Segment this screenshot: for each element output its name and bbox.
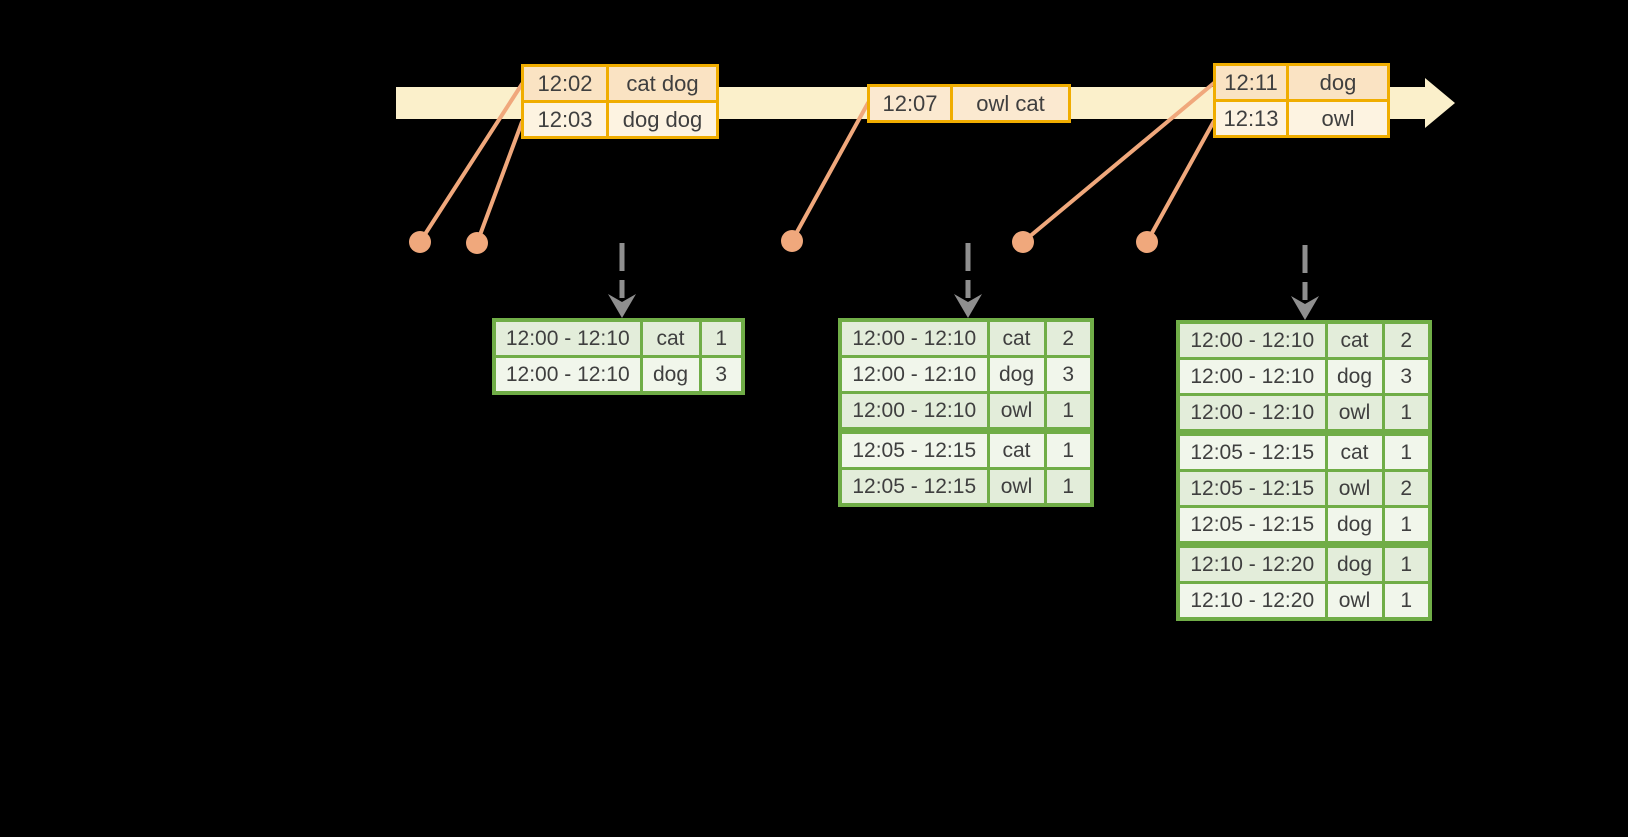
result-word: dog bbox=[986, 355, 1047, 394]
result-count: 1 bbox=[698, 318, 745, 358]
event-dot-icon-1213 bbox=[1136, 231, 1158, 253]
result-window: 12:05 - 12:15 bbox=[1176, 505, 1328, 546]
result-window: 12:00 - 12:10 bbox=[1176, 393, 1328, 434]
event-time: 12:03 bbox=[521, 100, 609, 139]
result-window: 12:00 - 12:10 bbox=[1176, 357, 1328, 396]
result-count: 2 bbox=[1381, 469, 1432, 508]
event-words: dog dog bbox=[606, 100, 719, 139]
connector-line-1203 bbox=[475, 120, 524, 245]
event-words: dog bbox=[1286, 63, 1390, 102]
result-word: cat bbox=[1324, 429, 1385, 472]
event-table-3: 12:11 dog 12:13 owl bbox=[1213, 63, 1390, 138]
result-word: dog bbox=[639, 355, 702, 395]
result-window: 12:00 - 12:10 bbox=[838, 391, 990, 432]
event-table-2: 12:07 owl cat bbox=[867, 84, 1071, 123]
result-word: dog bbox=[1324, 357, 1385, 396]
result-window: 12:00 - 12:10 bbox=[838, 318, 990, 358]
event-table-1: 12:02 cat dog 12:03 dog dog bbox=[521, 64, 719, 139]
trigger-arrow-head-icon-3 bbox=[1291, 296, 1319, 320]
result-count: 1 bbox=[1043, 427, 1094, 470]
result-word: owl bbox=[986, 467, 1047, 507]
result-word: owl bbox=[986, 391, 1047, 432]
event-time: 12:13 bbox=[1213, 99, 1289, 138]
result-window: 12:00 - 12:10 bbox=[838, 355, 990, 394]
result-word: owl bbox=[1324, 469, 1385, 508]
connector-line-1213 bbox=[1145, 119, 1216, 244]
result-word: dog bbox=[1324, 541, 1385, 584]
trigger-arrow-head-icon-1 bbox=[608, 294, 636, 318]
result-count: 1 bbox=[1381, 581, 1432, 621]
trigger-arrow-head-icon-2 bbox=[954, 294, 982, 318]
result-count: 3 bbox=[698, 355, 745, 395]
result-count: 3 bbox=[1381, 357, 1432, 396]
result-word: cat bbox=[986, 427, 1047, 470]
event-words: owl cat bbox=[950, 84, 1071, 123]
connector-line-1202 bbox=[418, 82, 524, 244]
connector-line-1207 bbox=[790, 101, 870, 243]
result-count: 3 bbox=[1043, 355, 1094, 394]
result-table-1: 12:00 - 12:10 cat 1 12:00 - 12:10 dog 3 bbox=[492, 318, 745, 395]
event-dot-icon-1203 bbox=[466, 232, 488, 254]
event-time: 12:02 bbox=[521, 64, 609, 103]
event-dot-icon-1207 bbox=[781, 230, 803, 252]
event-dot-icon-1211 bbox=[1012, 231, 1034, 253]
result-word: cat bbox=[1324, 320, 1385, 360]
timeline-arrow-icon bbox=[1425, 78, 1455, 128]
result-count: 1 bbox=[1381, 393, 1432, 434]
event-words: cat dog bbox=[606, 64, 719, 103]
result-count: 1 bbox=[1043, 467, 1094, 507]
result-word: cat bbox=[639, 318, 702, 358]
result-window: 12:00 - 12:10 bbox=[492, 318, 643, 358]
result-table-2: 12:00 - 12:10 cat 2 12:00 - 12:10 dog 3 … bbox=[838, 318, 1094, 507]
result-word: owl bbox=[1324, 581, 1385, 621]
result-word: dog bbox=[1324, 505, 1385, 546]
result-count: 1 bbox=[1381, 505, 1432, 546]
event-time: 12:11 bbox=[1213, 63, 1289, 102]
event-dot-icon-1202 bbox=[409, 231, 431, 253]
result-window: 12:00 - 12:10 bbox=[1176, 320, 1328, 360]
result-count: 2 bbox=[1043, 318, 1094, 358]
event-words: owl bbox=[1286, 99, 1390, 138]
result-window: 12:05 - 12:15 bbox=[838, 427, 990, 470]
result-word: cat bbox=[986, 318, 1047, 358]
result-window: 12:05 - 12:15 bbox=[838, 467, 990, 507]
result-window: 12:10 - 12:20 bbox=[1176, 541, 1328, 584]
result-window: 12:00 - 12:10 bbox=[492, 355, 643, 395]
result-window: 12:05 - 12:15 bbox=[1176, 429, 1328, 472]
result-count: 1 bbox=[1381, 541, 1432, 584]
connector-line-1211 bbox=[1021, 81, 1216, 244]
result-table-3: 12:00 - 12:10 cat 2 12:00 - 12:10 dog 3 … bbox=[1176, 320, 1432, 621]
result-count: 1 bbox=[1381, 429, 1432, 472]
event-time: 12:07 bbox=[867, 84, 953, 123]
result-count: 2 bbox=[1381, 320, 1432, 360]
result-window: 12:05 - 12:15 bbox=[1176, 469, 1328, 508]
result-window: 12:10 - 12:20 bbox=[1176, 581, 1328, 621]
result-word: owl bbox=[1324, 393, 1385, 434]
result-count: 1 bbox=[1043, 391, 1094, 432]
